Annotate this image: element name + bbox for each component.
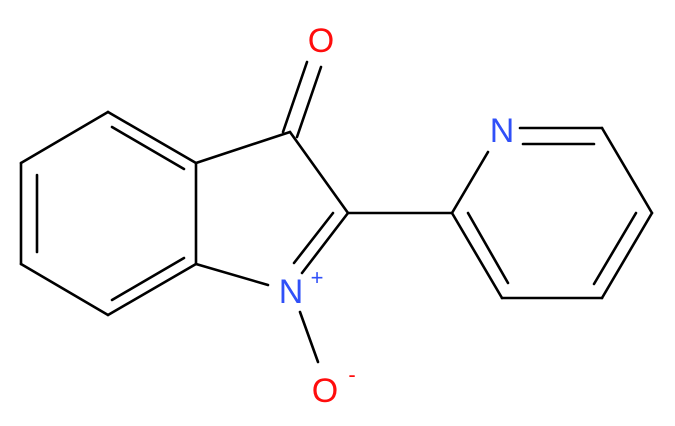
- bond: [288, 130, 350, 215]
- positive-charge: +: [311, 265, 324, 290]
- bond: [300, 211, 350, 275]
- bond: [19, 262, 110, 317]
- double-bond-inner: [110, 125, 186, 171]
- bond: [600, 126, 654, 215]
- carbonyl-oxygen-label: O: [308, 22, 334, 60]
- double-bond: [295, 65, 323, 139]
- oxide-oxygen-label: O: [312, 372, 338, 410]
- bond: [19, 110, 110, 165]
- five-membered-ring: [194, 130, 350, 287]
- pyridine-nitrogen-label: N: [490, 112, 515, 150]
- n-oxide-bond: [298, 310, 320, 364]
- bond: [194, 130, 292, 165]
- double-bond-inner: [466, 211, 510, 285]
- bond: [450, 211, 504, 300]
- bond: [450, 150, 490, 215]
- double-bond: [281, 60, 309, 134]
- double-bond-inner: [292, 211, 335, 265]
- bond: [106, 110, 198, 165]
- double-bond-inner: [110, 256, 186, 302]
- negative-charge: -: [348, 362, 355, 387]
- bond: [106, 262, 198, 317]
- indole-nitrogen-label: N: [279, 273, 304, 311]
- double-bond-inner: [592, 211, 638, 286]
- benzene-ring: [19, 110, 198, 317]
- bond: [600, 211, 654, 300]
- carbonyl-group: [281, 60, 323, 139]
- pyridine-ring: [450, 126, 654, 300]
- bond: [194, 262, 270, 287]
